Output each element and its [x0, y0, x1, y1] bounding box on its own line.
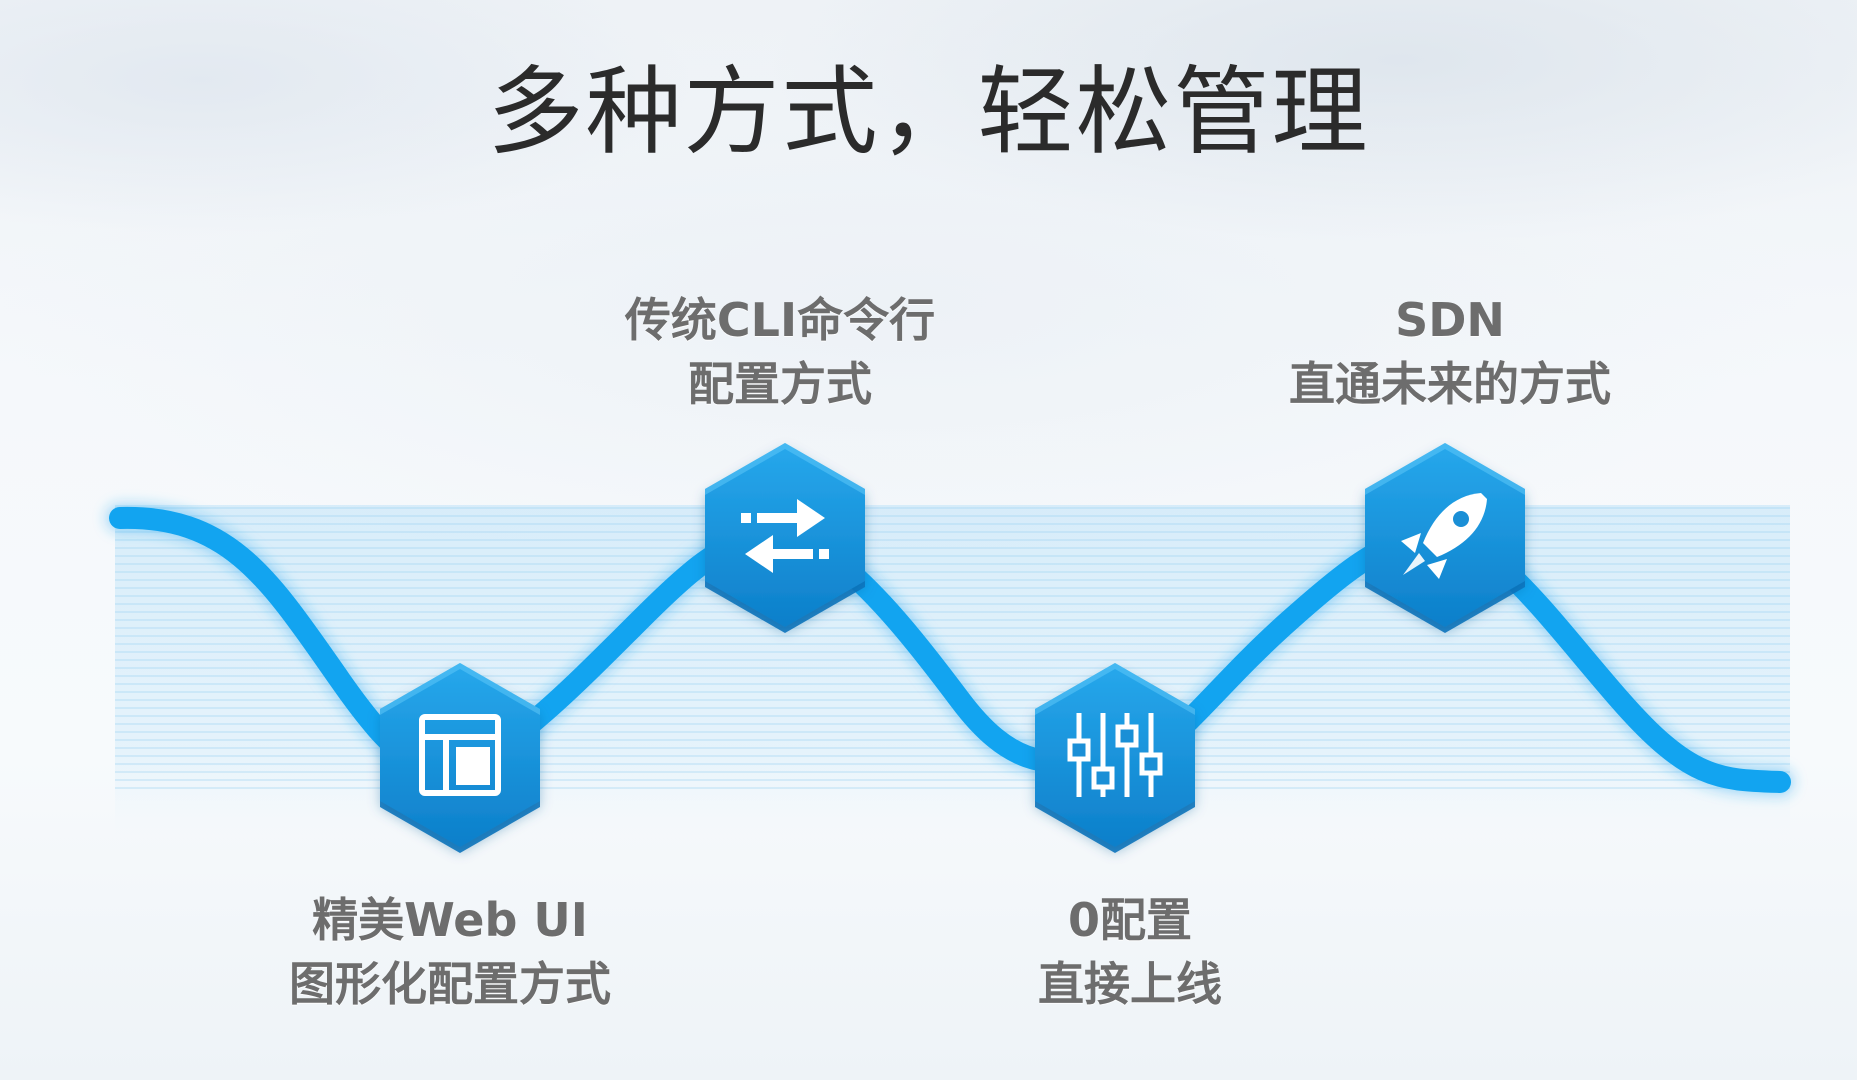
sliders-equalizer-icon	[1067, 713, 1163, 797]
swap-arrows-icon	[741, 499, 829, 573]
rocket-icon	[1401, 493, 1487, 579]
step-label-zero-config: 0配置 直接上线	[870, 888, 1390, 1016]
area-stripes	[115, 505, 1790, 795]
hexagon-sdn	[1365, 443, 1525, 633]
hexagon-cli	[705, 443, 865, 633]
step-label-cli: 传统CLI命令行 配置方式	[520, 288, 1040, 416]
step-label-web-ui: 精美Web UI 图形化配置方式	[190, 888, 710, 1016]
web-ui-layout-icon	[419, 714, 501, 796]
step-label-line1: 0配置	[1067, 893, 1192, 947]
step-label-line2: 配置方式	[688, 357, 872, 411]
step-label-sdn: SDN 直通未来的方式	[1190, 288, 1710, 416]
step-label-line2: 直接上线	[1038, 957, 1222, 1011]
step-label-line1: 传统CLI命令行	[624, 293, 936, 347]
hexagon-web-ui	[380, 663, 540, 853]
step-label-line2: 直通未来的方式	[1289, 357, 1611, 411]
step-label-line1: 精美Web UI	[312, 893, 588, 947]
hexagon-zero-config	[1035, 663, 1195, 853]
step-label-line1: SDN	[1395, 293, 1505, 347]
step-label-line2: 图形化配置方式	[289, 957, 611, 1011]
page-title: 多种方式，轻松管理	[487, 56, 1370, 168]
